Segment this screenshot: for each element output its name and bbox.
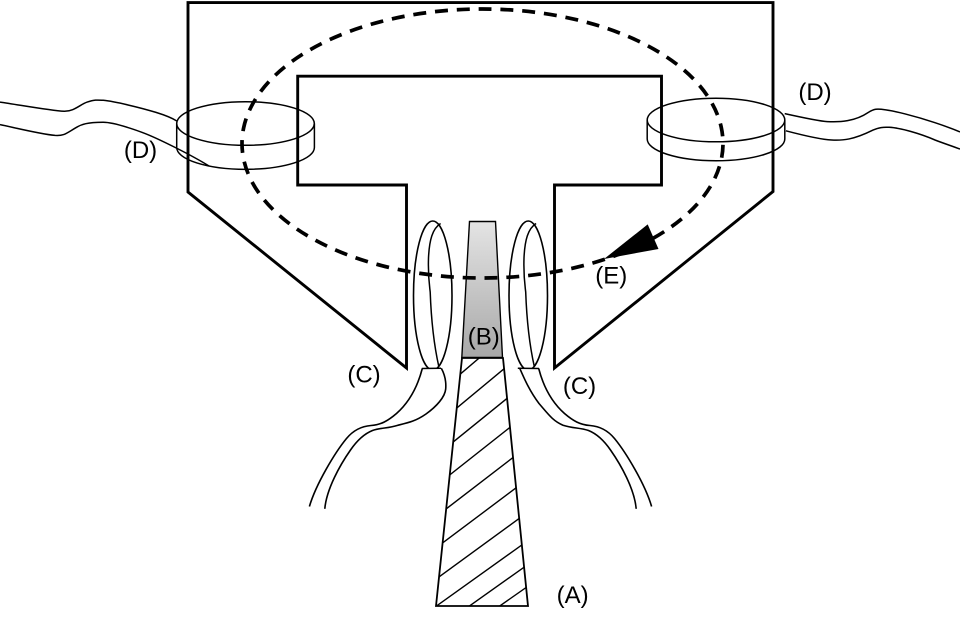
svg-text:(C): (C) (563, 373, 596, 400)
svg-text:(C): (C) (347, 362, 380, 389)
svg-text:(A): (A) (557, 582, 589, 609)
svg-text:(E): (E) (595, 263, 627, 290)
svg-text:(B): (B) (468, 324, 500, 351)
svg-text:(D): (D) (124, 137, 157, 164)
svg-text:(D): (D) (798, 79, 831, 106)
